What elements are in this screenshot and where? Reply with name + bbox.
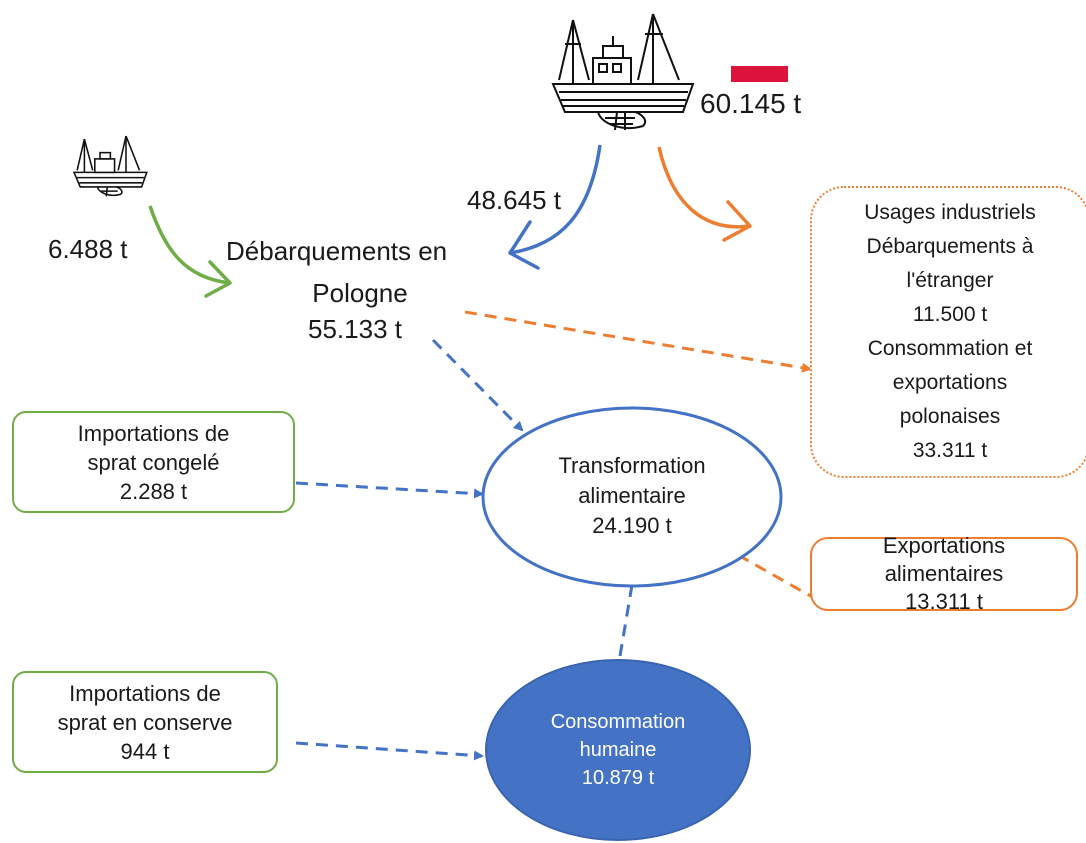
industrial-uses-line1: Débarquements à [866,235,1034,258]
dashed-arrow-canned-imports [295,741,484,761]
canned-imports-box: Importations de sprat en conserve 944 t [12,671,278,773]
total-catch-value: 60.145 t [700,88,802,119]
processing-label: Transformation alimentaire 24.190 t [502,446,762,546]
dashed-arrow-to-industrial [464,310,812,373]
industrial-uses-box: Usages industriels Débarquements à l'étr… [810,186,1086,478]
fishing-boat-icon [551,13,695,131]
industrial-uses-line4: exportations [892,371,1008,394]
landings-poland-value: 55.133 t [308,314,402,344]
dashed-arrow-to-consumption [614,584,634,670]
arrow-foreign-landings [148,205,232,298]
foreign-landings-value: 6.488 t [48,234,128,264]
industrial-uses-value1: 11.500 t [912,303,988,326]
food-exports-line2: alimentaires [884,561,1004,586]
dashed-arrow-frozen-imports [295,481,484,499]
consumption-label: Consommation humaine 10.879 t [498,700,738,800]
industrial-uses-line2: l'étranger [906,269,994,292]
consumption-line1: Consommation [550,711,686,733]
landings-poland-line1: Débarquements en [226,236,448,266]
flag-icon [731,66,788,82]
industrial-uses-value2: 33.311 t [912,439,988,462]
canned-imports-line2: sprat en conserve [57,709,233,735]
industrial-uses-line5: polonaises [899,405,1001,428]
consumption-value: 10.879 t [581,767,655,789]
consumption-ellipse [485,659,751,841]
processing-value: 24.190 t [592,513,672,538]
frozen-imports-value: 2.288 t [119,478,188,504]
canned-imports-line1: Importations de [69,680,221,706]
arrow-polish-landings [508,144,602,270]
processing-line2: alimentaire [578,483,686,508]
food-exports-value: 13.311 t [905,589,983,614]
processing-line1: Transformation [558,453,706,478]
landings-poland-line2: Pologne [312,278,408,308]
food-exports-box: Exportations alimentaires 13.311 t [810,533,1078,614]
polish-landings-value: 48.645 t [467,185,561,215]
frozen-imports-line1: Importations de [77,420,230,446]
dashed-arrow-to-processing [431,338,524,432]
foreign-boat-icon [72,135,148,197]
frozen-imports-line2: sprat congelé [87,449,220,475]
industrial-uses-title: Usages industriels [864,201,1036,224]
processing-ellipse [481,406,783,588]
industrial-uses-line3: Consommation et [867,337,1033,360]
arrow-industrial-uses [657,146,752,242]
food-exports-line1: Exportations [882,533,1006,558]
canned-imports-value: 944 t [120,738,170,764]
frozen-imports-box: Importations de sprat congelé 2.288 t [12,411,295,513]
consumption-line2: humaine [579,739,657,761]
